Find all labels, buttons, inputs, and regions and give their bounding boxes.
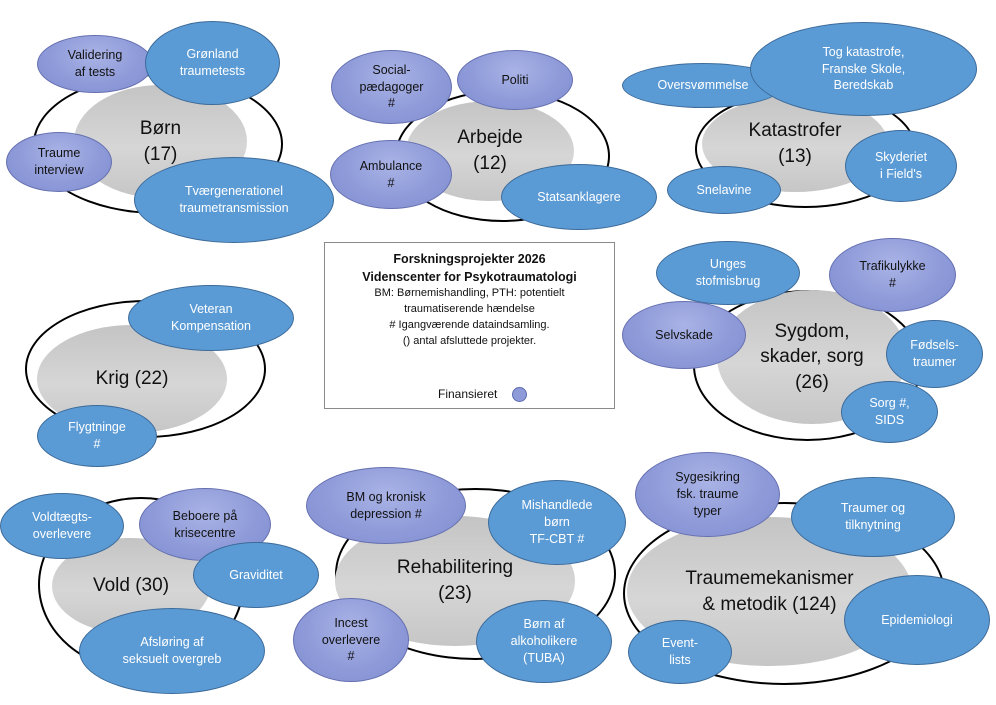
krig-bubble-flygtninge: Flygtninge # xyxy=(37,405,157,467)
traumemekanismer-bubble-sygesikring: Sygesikring fsk. traume typer xyxy=(635,452,780,537)
arbejde-bubble-socialpaedagoger: Social- pædagoger # xyxy=(331,50,452,124)
rehabilitering-bubble-mishandlede-born: Mishandlede børn TF-CBT # xyxy=(488,480,626,565)
legend-funded-label: Finansieret xyxy=(438,387,498,401)
sygdom-bubble-trafikulykke: Trafikulykke # xyxy=(829,238,956,312)
sygdom-bubble-selvskade: Selvskade xyxy=(622,301,746,369)
arbejde-bubble-statsanklagere: Statsanklagere xyxy=(501,164,657,230)
rehabilitering-bubble-incest-overlevere: Incest overlevere # xyxy=(293,598,409,682)
traumemekanismer-bubble-epidemiologi: Epidemiologi xyxy=(844,575,990,665)
traumemekanismer-bubble-tilknytning: Traumer og tilknytning xyxy=(791,477,955,557)
born-bubble-validering: Validering af tests xyxy=(37,35,153,93)
rehabilitering-bubble-bm-depression: BM og kronisk depression # xyxy=(306,467,466,544)
born-bubble-gronland: Grønland traumetests xyxy=(145,21,280,105)
katastrofer-bubble-skyderiet: Skyderiet i Field's xyxy=(845,130,957,202)
vold-bubble-voldtaegtsoverlevere: Voldtægts- overlevere xyxy=(0,493,124,559)
legend-abbreviations: BM: Børnemishandling, PTH: potentielt xyxy=(374,287,565,299)
legend-funded-swatch xyxy=(512,387,527,402)
katastrofer-bubble-snelavine: Snelavine xyxy=(667,166,781,214)
legend-ongoing-note: # Igangværende dataindsamling. xyxy=(389,318,550,331)
legend-title-line2: Videnscenter for Psykotraumatologi xyxy=(362,269,577,284)
legend-abbreviations-cont: traumatiserende hændelse xyxy=(404,302,535,315)
sygdom-bubble-unges-stofmisbrug: Unges stofmisbrug xyxy=(656,241,800,305)
katastrofer-bubble-tog-katastrofe: Tog katastrofe, Franske Skole, Beredskab xyxy=(750,22,977,116)
arbejde-bubble-ambulance: Ambulance # xyxy=(330,140,452,209)
sygdom-bubble-sorg-sids: Sorg #, SIDS xyxy=(841,381,938,443)
legend-title-line1: Forskningsprojekter 2026 xyxy=(393,252,546,266)
vold-bubble-graviditet: Graviditet xyxy=(193,542,319,608)
sygdom-core: Sygdom, skader, sorg (26) xyxy=(717,290,907,424)
vold-bubble-afsloring-overgreb: Afsløring af seksuelt overgreb xyxy=(79,608,265,694)
legend-box: Forskningsprojekter 2026 Videnscenter fo… xyxy=(324,242,615,409)
legend-completed-note: () antal afsluttede projekter. xyxy=(402,334,537,347)
rehabilitering-bubble-born-alkoholikere: Børn af alkoholikere (TUBA) xyxy=(476,600,612,683)
born-bubble-tvaergenerationel: Tværgenerationel traumetransmission xyxy=(134,157,334,243)
sygdom-bubble-fodselstraumer: Fødsels- traumer xyxy=(886,320,983,388)
born-bubble-traume-interview: Traume interview xyxy=(6,132,112,192)
arbejde-bubble-politi: Politi xyxy=(457,50,573,110)
krig-bubble-veteran: Veteran Kompensation xyxy=(128,285,294,351)
traumemekanismer-bubble-eventlists: Event- lists xyxy=(628,620,732,684)
